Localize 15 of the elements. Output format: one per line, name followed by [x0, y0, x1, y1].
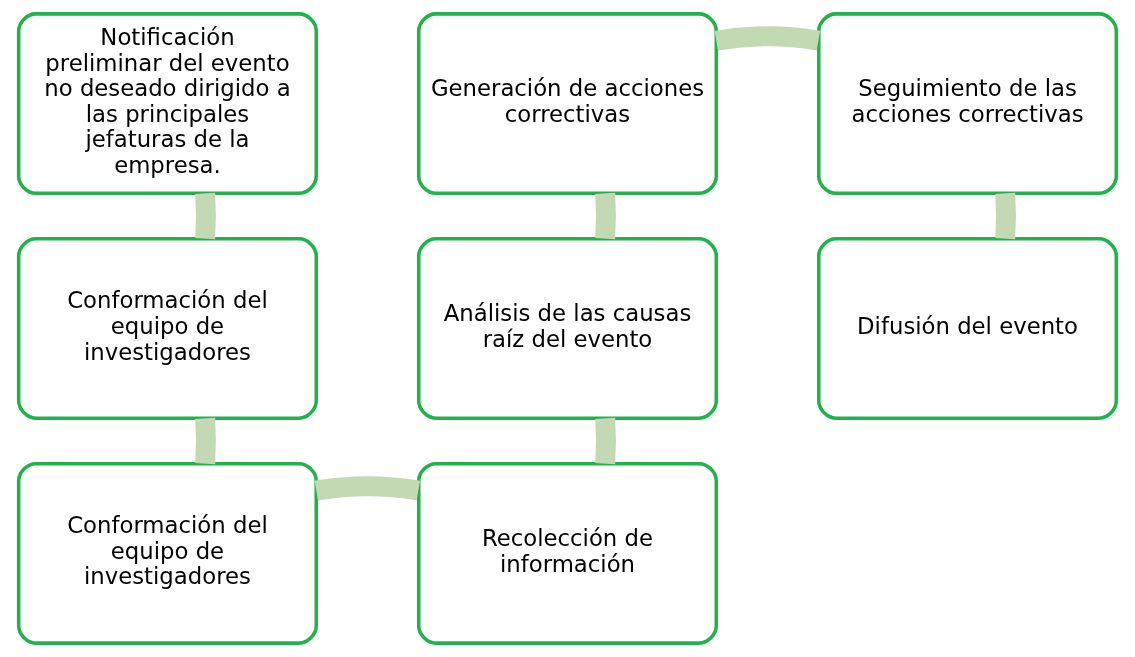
- connector: [995, 192, 1016, 240]
- node-box: Generación de acciones correctivas: [416, 12, 719, 196]
- connector: [195, 417, 216, 465]
- node-box: Seguimiento de las acciones correctivas: [817, 12, 1119, 196]
- connector: [714, 26, 820, 51]
- node-box: Notificación preliminar del evento no deseado dirigido a las principales jefaturas de la empresa.: [16, 12, 318, 196]
- node-box: Recolección de información: [416, 461, 719, 645]
- node-box: Conformación del equipo de investigadores: [16, 461, 318, 645]
- connector: [195, 192, 216, 240]
- connector: [595, 417, 616, 465]
- node-box: Conformación del equipo de investigadores: [16, 237, 318, 420]
- node-box: Análisis de las causas raíz del evento: [416, 237, 719, 420]
- connector: [595, 192, 616, 240]
- node-box: Difusión del evento: [817, 237, 1119, 420]
- connector: [314, 476, 420, 501]
